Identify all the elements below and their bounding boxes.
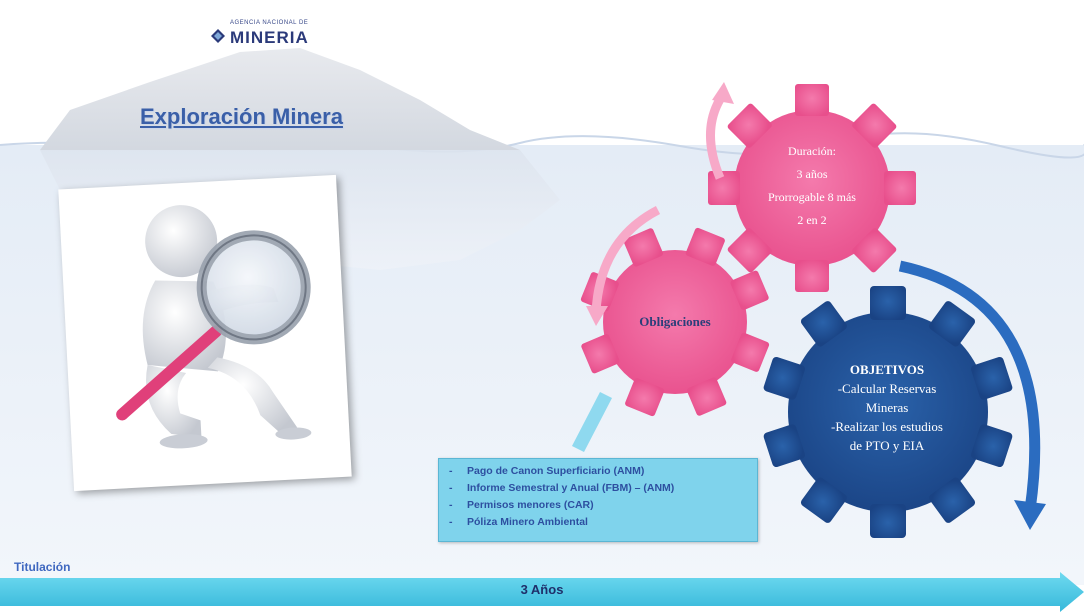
figure-illustration bbox=[116, 205, 312, 449]
list-item: Informe Semestral y Anual (FBM) – (ANM) bbox=[449, 480, 757, 497]
objetivos-heading: OBJETIVOS bbox=[849, 362, 925, 377]
duracion-extension: Prorrogable 8 más bbox=[768, 190, 856, 204]
timeline-label: Titulación bbox=[14, 560, 71, 574]
magnifying-glass-figure-image bbox=[58, 174, 352, 492]
curved-arrow-top-icon bbox=[706, 93, 726, 180]
obligaciones-label: Obligaciones bbox=[639, 314, 711, 329]
pointer-arrow-icon bbox=[572, 392, 612, 452]
list-item: Pago de Canon Superficiario (ANM) bbox=[449, 463, 757, 480]
duracion-years: 3 años bbox=[796, 167, 828, 181]
page-title: Exploración Minera bbox=[140, 104, 343, 129]
timeline-duration: 3 Años bbox=[520, 582, 564, 597]
duracion-extension-detail: 2 en 2 bbox=[797, 213, 827, 227]
duracion-text: Duración: 3 años Prorrogable 8 más 2 en … bbox=[742, 140, 882, 232]
list-item: Póliza Minero Ambiental bbox=[449, 514, 757, 531]
objetivo-1-line-1: -Calcular Reservas bbox=[837, 381, 937, 396]
arrowhead-top-icon bbox=[712, 82, 734, 104]
obligaciones-list-box: Pago de Canon Superficiario (ANM) Inform… bbox=[438, 458, 758, 542]
arrowhead-left-icon bbox=[586, 306, 608, 326]
objetivo-2-line-2: de PTO y EIA bbox=[849, 438, 925, 453]
obligaciones-gear bbox=[580, 227, 770, 417]
objetivos-gear bbox=[763, 286, 1013, 538]
arrowhead-right-icon bbox=[1014, 500, 1046, 530]
duracion-gear bbox=[708, 84, 916, 292]
logo-emblem-icon bbox=[211, 29, 225, 43]
logo-subtitle: AGENCIA NACIONAL DE bbox=[230, 20, 309, 26]
obligaciones-list: Pago de Canon Superficiario (ANM) Inform… bbox=[439, 463, 757, 531]
gears-diagram bbox=[572, 82, 1046, 538]
list-item: Permisos menores (CAR) bbox=[449, 497, 757, 514]
objetivos-text: OBJETIVOS -Calcular Reservas Mineras -Re… bbox=[802, 360, 972, 455]
duracion-heading: Duración: bbox=[788, 144, 836, 158]
objetivo-2-line-1: -Realizar los estudios bbox=[831, 419, 943, 434]
curved-arrow-left-icon bbox=[591, 206, 661, 313]
agency-logo: AGENCIA NACIONAL DE MINERIA bbox=[208, 20, 328, 54]
logo-name: MINERIA bbox=[230, 28, 309, 47]
objetivo-1-line-2: Mineras bbox=[865, 400, 909, 415]
curved-arrow-right-icon bbox=[898, 260, 1041, 511]
